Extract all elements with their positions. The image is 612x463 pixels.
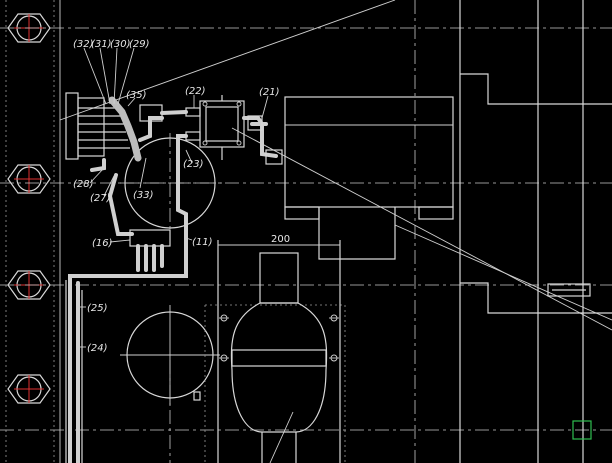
- callout-31: (31): [91, 39, 112, 50]
- filter-manifold: [65, 92, 142, 172]
- callout-29: (29): [129, 39, 150, 50]
- right-frame: [459, 0, 612, 463]
- valve-block: [139, 95, 245, 160]
- callout-32: (32): [73, 39, 94, 50]
- callout-27: (27): [90, 193, 111, 204]
- pipework: [65, 110, 283, 463]
- callout-35: (35): [126, 90, 147, 101]
- callout-21: (21): [259, 87, 280, 98]
- callout-22: (22): [185, 86, 206, 97]
- callout-23: (23): [183, 159, 204, 170]
- callout-11: (11): [192, 237, 213, 248]
- callout-16: (16): [92, 238, 113, 249]
- hex-nut-2: [7, 164, 51, 194]
- accumulator: [120, 240, 346, 463]
- hex-nut-4: [7, 374, 51, 404]
- left-bolt-column: [5, 0, 61, 463]
- callout-24: (24): [87, 343, 108, 354]
- callout-labels: (32) (31) (30) (29) (35) (22) (21) (23) …: [73, 39, 280, 354]
- motor-housing: [284, 96, 454, 260]
- pump-body: [120, 133, 222, 232]
- callout-28: (28): [73, 179, 94, 190]
- dimension-200: 200: [217, 234, 341, 250]
- dimension-value: 200: [271, 234, 290, 245]
- callout-25: (25): [87, 303, 108, 314]
- callout-33: (33): [133, 190, 154, 201]
- snap-marker[interactable]: [572, 420, 592, 440]
- callout-30: (30): [110, 39, 131, 50]
- leader-lines: [76, 47, 269, 348]
